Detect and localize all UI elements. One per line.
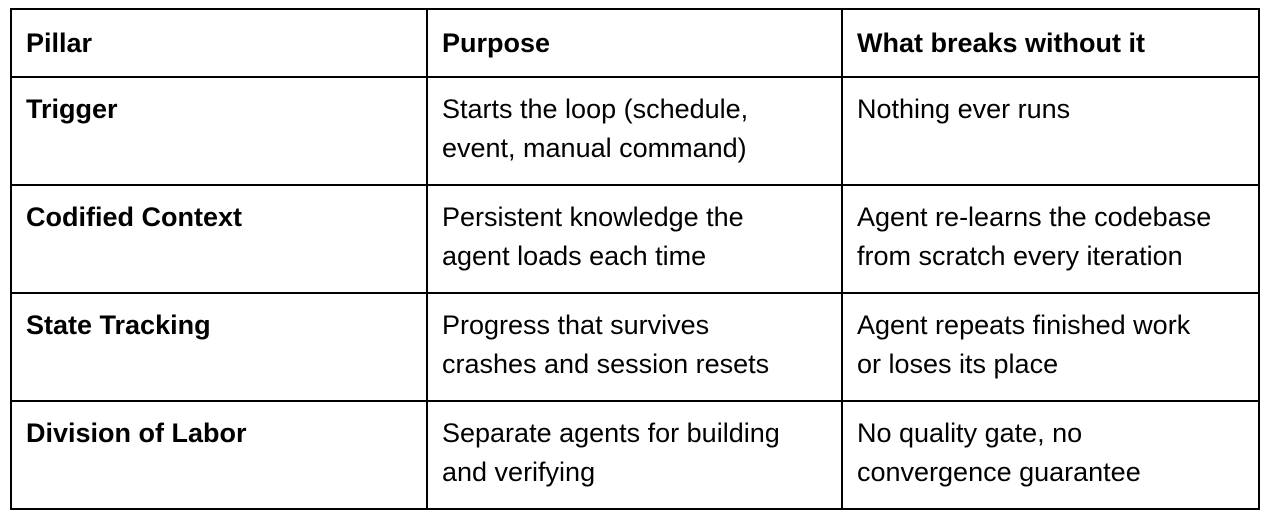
- purpose-line: crashes and session resets: [442, 348, 770, 379]
- breaks-line: convergence guarantee: [857, 456, 1141, 487]
- pillar-cell: Division of Labor: [10, 400, 428, 510]
- breaks-line: or loses its place: [857, 348, 1059, 379]
- breaks-cell: No quality gate, no convergence guarantee: [841, 400, 1260, 510]
- column-header-pillar: Pillar: [10, 8, 428, 78]
- purpose-cell: Separate agents for building and verifyin…: [426, 400, 843, 510]
- purpose-line: and verifying: [442, 456, 596, 487]
- purpose-line: Starts the loop (schedule,: [442, 94, 749, 124]
- breaks-cell: Nothing ever runs: [841, 76, 1260, 186]
- purpose-cell: Progress that survives crashes and sessio…: [426, 292, 843, 402]
- pillar-cell: Codified Context: [10, 184, 428, 294]
- pillar-cell: State Tracking: [10, 292, 428, 402]
- table-row: Codified Context Persistent knowledge th…: [10, 184, 1260, 294]
- purpose-line: agent loads each time: [442, 240, 707, 271]
- table-row: Trigger Starts the loop (schedule, event,…: [10, 76, 1260, 186]
- breaks-line: from scratch every iteration: [857, 240, 1183, 271]
- breaks-line: Agent repeats finished work: [857, 310, 1191, 340]
- column-header-what-breaks: What breaks without it: [841, 8, 1260, 78]
- breaks-line: No quality gate, no: [857, 418, 1083, 448]
- pillars-table: Pillar Purpose What breaks without it Tr…: [10, 8, 1260, 510]
- breaks-cell: Agent repeats finished work or loses its …: [841, 292, 1260, 402]
- breaks-line: Agent re-learns the codebase: [857, 202, 1212, 232]
- purpose-line: Progress that survives: [442, 310, 710, 340]
- column-header-purpose: Purpose: [426, 8, 843, 78]
- purpose-cell: Starts the loop (schedule, event, manual …: [426, 76, 843, 186]
- table-row: Division of Labor Separate agents for bu…: [10, 400, 1260, 510]
- purpose-line: Persistent knowledge the: [442, 202, 744, 232]
- breaks-cell: Agent re-learns the codebase from scratch…: [841, 184, 1260, 294]
- purpose-line: Separate agents for building: [442, 418, 780, 448]
- pillar-cell: Trigger: [10, 76, 428, 186]
- purpose-line: event, manual command): [442, 132, 747, 163]
- purpose-cell: Persistent knowledge the agent loads each…: [426, 184, 843, 294]
- table-header-row: Pillar Purpose What breaks without it: [10, 8, 1260, 78]
- breaks-line: Nothing ever runs: [857, 94, 1071, 124]
- table-row: State Tracking Progress that survives cra…: [10, 292, 1260, 402]
